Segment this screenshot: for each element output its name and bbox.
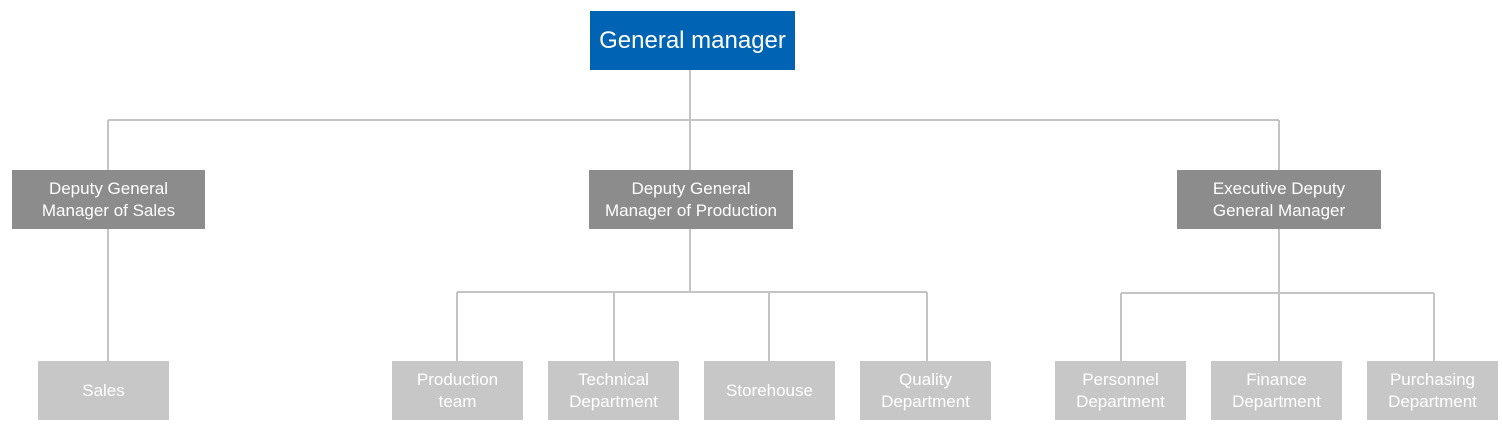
technical-department-label: Technical Department bbox=[569, 370, 658, 411]
storehouse-box: Storehouse bbox=[704, 361, 835, 420]
production-team-label: Production team bbox=[416, 370, 499, 411]
sales-department-label: Sales bbox=[82, 380, 125, 400]
production-team-box: Production team bbox=[392, 361, 523, 420]
purchasing-department-label: Purchasing Department bbox=[1388, 370, 1477, 411]
general-manager-box: General manager bbox=[590, 11, 795, 70]
quality-department-label: Quality Department bbox=[881, 370, 970, 411]
finance-department-label: Finance Department bbox=[1232, 370, 1321, 411]
deputy-production-label: Deputy General Manager of Production bbox=[605, 179, 777, 220]
personnel-department-label: Personnel Department bbox=[1076, 370, 1165, 411]
purchasing-department-box: Purchasing Department bbox=[1367, 361, 1498, 420]
sales-department-box: Sales bbox=[38, 361, 169, 420]
storehouse-label: Storehouse bbox=[726, 380, 813, 400]
deputy-sales-label: Deputy General Manager of Sales bbox=[41, 179, 176, 220]
personnel-department-box: Personnel Department bbox=[1055, 361, 1186, 420]
executive-deputy-label: Executive Deputy General Manager bbox=[1212, 179, 1346, 220]
technical-department-box: Technical Department bbox=[548, 361, 679, 420]
general-manager-label: General manager bbox=[599, 26, 786, 54]
executive-deputy-box: Executive Deputy General Manager bbox=[1177, 170, 1381, 229]
deputy-production-box: Deputy General Manager of Production bbox=[589, 170, 793, 229]
quality-department-box: Quality Department bbox=[860, 361, 991, 420]
finance-department-box: Finance Department bbox=[1211, 361, 1342, 420]
deputy-sales-box: Deputy General Manager of Sales bbox=[12, 170, 205, 229]
